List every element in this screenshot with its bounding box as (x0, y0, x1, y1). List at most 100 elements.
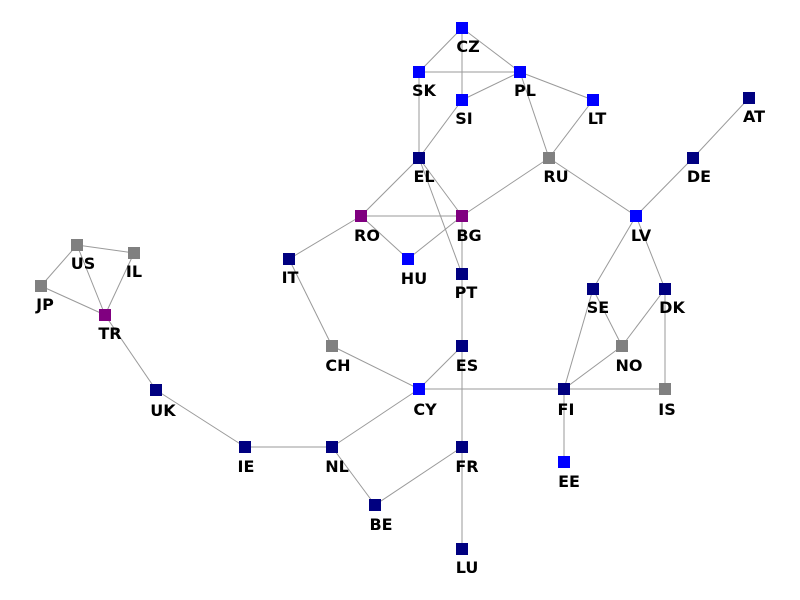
node-label-at: AT (743, 107, 765, 126)
node-lu: LU (456, 543, 479, 577)
node-marker-ch (326, 340, 338, 352)
node-label-bg: BG (456, 226, 481, 245)
node-ru: RU (543, 152, 569, 186)
node-label-de: DE (687, 167, 711, 186)
node-marker-dk (659, 283, 671, 295)
node-at: AT (743, 92, 765, 126)
node-tr: TR (98, 309, 122, 343)
node-marker-nl (326, 441, 338, 453)
node-de: DE (687, 152, 711, 186)
edge-dk-no (621, 288, 666, 347)
node-marker-el (413, 152, 425, 164)
edge-it-ch (288, 258, 333, 347)
edge-hu-bg (407, 215, 463, 260)
node-label-dk: DK (659, 298, 685, 317)
node-il: IL (126, 247, 142, 281)
node-fr: FR (455, 441, 479, 476)
edge-fr-be (374, 446, 463, 506)
edge-cz-pl (461, 27, 521, 73)
node-label-jp: JP (35, 295, 54, 314)
node-marker-lu (456, 543, 468, 555)
node-label-lv: LV (631, 226, 652, 245)
edge-el-bg (418, 157, 463, 217)
edge-il-tr (104, 252, 135, 316)
node-marker-bg (456, 210, 468, 222)
edge-es-cy (418, 345, 463, 390)
node-label-is: IS (658, 400, 675, 419)
node-bg: BG (456, 210, 482, 245)
node-marker-cz (456, 22, 468, 34)
node-no: NO (616, 340, 643, 375)
node-uk: UK (150, 384, 176, 420)
edge-pl-ru (519, 71, 550, 159)
edge-de-lv (635, 157, 694, 217)
node-marker-uk (150, 384, 162, 396)
node-si: SI (455, 94, 473, 128)
edge-el-ro (360, 157, 420, 217)
edge-ch-cy (331, 345, 420, 390)
edge-se-no (592, 288, 623, 347)
node-lv: LV (630, 210, 652, 245)
node-it: IT (282, 253, 299, 287)
edge-cy-nl (331, 388, 420, 448)
edge-ru-lv (548, 157, 637, 217)
node-marker-si (456, 94, 468, 106)
node-label-ro: RO (354, 226, 380, 245)
node-es: ES (456, 340, 478, 375)
edge-cz-sk (418, 27, 463, 73)
edge-lv-dk (635, 215, 666, 290)
edge-us-tr (76, 244, 106, 316)
node-marker-ro (355, 210, 367, 222)
node-el: EL (413, 152, 435, 186)
node-marker-ru (543, 152, 555, 164)
node-label-tr: TR (98, 324, 121, 343)
node-cy: CY (413, 383, 437, 419)
edge-lt-ru (548, 99, 594, 159)
node-label-cy: CY (413, 400, 437, 419)
node-dk: DK (659, 283, 685, 317)
node-marker-be (369, 499, 381, 511)
node-label-us: US (71, 254, 96, 273)
node-jp: JP (35, 280, 54, 314)
node-label-be: BE (369, 515, 392, 534)
node-nl: NL (325, 441, 349, 476)
node-marker-fr (456, 441, 468, 453)
node-label-se: SE (587, 298, 609, 317)
node-ee: EE (558, 456, 580, 491)
node-cz: CZ (456, 22, 480, 56)
node-us: US (71, 239, 96, 273)
node-marker-is (659, 383, 671, 395)
node-marker-se (587, 283, 599, 295)
node-marker-es (456, 340, 468, 352)
node-ro: RO (354, 210, 380, 245)
node-fi: FI (558, 383, 574, 419)
node-label-no: NO (616, 356, 643, 375)
node-marker-us (71, 239, 83, 251)
node-be: BE (369, 499, 393, 534)
node-label-si: SI (455, 109, 472, 128)
node-label-pl: PL (514, 81, 536, 100)
node-marker-pl (514, 66, 526, 78)
node-label-ie: IE (238, 457, 255, 476)
node-label-ee: EE (558, 472, 580, 491)
node-marker-no (616, 340, 628, 352)
node-label-es: ES (456, 356, 478, 375)
edges-layer (40, 27, 750, 549)
node-label-lt: LT (588, 109, 607, 128)
node-pt: PT (455, 268, 477, 302)
node-marker-ee (558, 456, 570, 468)
node-label-il: IL (126, 262, 142, 281)
node-marker-ie (239, 441, 251, 453)
node-label-hu: HU (401, 269, 427, 288)
node-sk: SK (412, 66, 437, 100)
node-marker-jp (35, 280, 47, 292)
nodes-layer: CZ SK PL SI LT AT EL RU DE RO BG LV US IL JP TR IT HU PT SE… (35, 22, 765, 577)
node-se: SE (587, 283, 609, 317)
edge-tr-uk (104, 314, 157, 391)
node-label-lu: LU (456, 558, 479, 577)
node-label-fr: FR (455, 457, 478, 476)
node-label-it: IT (282, 268, 299, 287)
node-label-ch: CH (325, 356, 350, 375)
